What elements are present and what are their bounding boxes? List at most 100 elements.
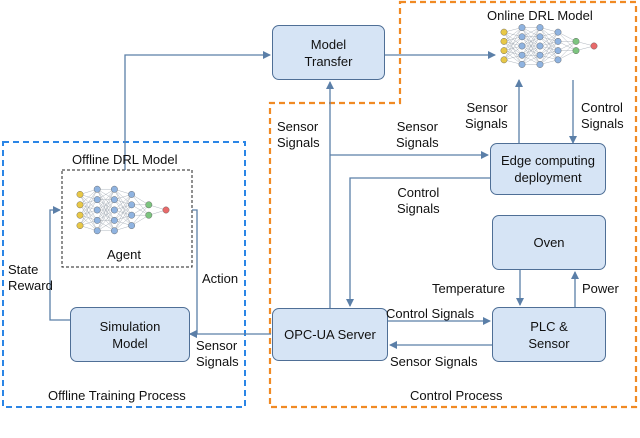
network-node: [518, 24, 526, 31]
network-node: [93, 216, 101, 224]
plc-sensor-label: PLC & Sensor: [528, 318, 570, 351]
label-sensor-signals-mid: Sensor Signals: [396, 119, 439, 150]
network-edge: [114, 215, 132, 231]
network-edge: [539, 32, 559, 56]
network-node: [93, 196, 101, 204]
arrow-action-to-simulation: [189, 209, 198, 338]
network-node: [93, 185, 101, 193]
network-node: [111, 216, 118, 224]
online-network-icon: [500, 24, 598, 68]
network-node: [554, 56, 562, 64]
offline-process-title: Offline Training Process: [48, 388, 186, 403]
network-node: [76, 191, 84, 198]
label-control-signals-plc: Control Signals: [386, 306, 475, 321]
opcua-server-label: OPC-UA Server: [284, 327, 376, 342]
network-node: [572, 47, 580, 55]
label-sensor-signals-online: Sensor Signals: [465, 100, 508, 131]
network-edge: [97, 189, 115, 221]
control-process-title: Control Process: [410, 388, 503, 403]
network-edge: [503, 36, 523, 60]
label-action: Action: [202, 271, 239, 286]
network-node: [76, 222, 84, 229]
network-edge: [79, 189, 98, 226]
network-edge: [521, 45, 541, 65]
network-node: [93, 206, 101, 214]
online-model-title: Online DRL Model: [487, 8, 593, 23]
network-edge: [79, 189, 98, 205]
offline-training-region: [2, 141, 246, 408]
network-node: [518, 42, 526, 50]
network-edge: [539, 31, 559, 47]
network-edge: [97, 189, 115, 211]
label-state-reward: State Reward: [8, 262, 53, 293]
opcua-server-box: OPC-UA Server: [272, 308, 388, 361]
network-edge: [521, 36, 541, 65]
label-sensor-signals-left: Sensor Signals: [277, 119, 320, 150]
network-edge: [114, 194, 132, 221]
network-node: [128, 211, 136, 219]
network-node: [76, 211, 84, 219]
arrow-offline-to-transfer: [124, 51, 271, 170]
offline-network-icon: [76, 185, 170, 235]
network-node: [93, 227, 101, 235]
network-edge: [503, 45, 523, 61]
agent-label: Agent: [107, 247, 141, 262]
network-edge: [503, 27, 523, 60]
label-power: Power: [582, 281, 619, 296]
network-node: [536, 51, 544, 59]
agent-region: [61, 169, 193, 268]
network-edge: [79, 209, 98, 226]
edge-computing-label: Edge computing deployment: [501, 153, 595, 185]
network-node: [128, 201, 136, 209]
network-edge: [503, 27, 523, 51]
network-node: [518, 51, 526, 59]
network-node: [162, 206, 170, 214]
network-edge: [539, 50, 559, 65]
network-edge: [503, 27, 523, 42]
network-edge: [79, 189, 98, 216]
network-node: [536, 61, 544, 68]
network-edge: [97, 189, 115, 231]
oven-label: Oven: [533, 235, 565, 250]
network-edge: [521, 27, 541, 65]
model-transfer-box: Model Transfer: [272, 25, 385, 80]
network-node: [536, 24, 544, 31]
oven-box: Oven: [492, 215, 606, 270]
label-sensor-signals-plc: Sensor Signals: [390, 354, 478, 369]
network-node: [590, 42, 598, 50]
network-node: [500, 56, 508, 64]
network-edge: [131, 204, 149, 226]
network-node: [111, 227, 118, 235]
network-node: [518, 61, 526, 68]
network-node: [145, 201, 153, 209]
network-node: [554, 28, 562, 36]
network-node: [500, 37, 508, 45]
network-node: [128, 191, 136, 198]
plc-sensor-box: PLC & Sensor: [492, 307, 606, 362]
network-edge: [114, 204, 132, 231]
label-control-signals-online: Control Signals: [581, 100, 624, 131]
network-node: [500, 47, 508, 55]
network-edge: [79, 199, 98, 226]
network-node: [554, 37, 562, 45]
network-node: [76, 201, 84, 209]
label-control-signals-mid: Control Signals: [397, 185, 440, 216]
network-node: [518, 33, 526, 41]
network-edge: [539, 32, 559, 65]
network-node: [554, 47, 562, 55]
network-node: [500, 28, 508, 36]
network-node: [572, 37, 580, 45]
offline-model-title: Offline DRL Model: [72, 152, 178, 167]
network-edge: [114, 194, 132, 211]
label-sensor-signals-sim: Sensor Signals: [196, 338, 239, 369]
edge-computing-box: Edge computing deployment: [490, 143, 606, 195]
network-node: [128, 222, 136, 229]
network-edge: [521, 27, 541, 56]
arrow-edge-control-to-opc: [346, 177, 490, 307]
network-node: [111, 206, 118, 214]
network-node: [536, 42, 544, 50]
network-node: [111, 196, 118, 204]
network-edge: [557, 41, 577, 60]
network-node: [111, 185, 118, 193]
